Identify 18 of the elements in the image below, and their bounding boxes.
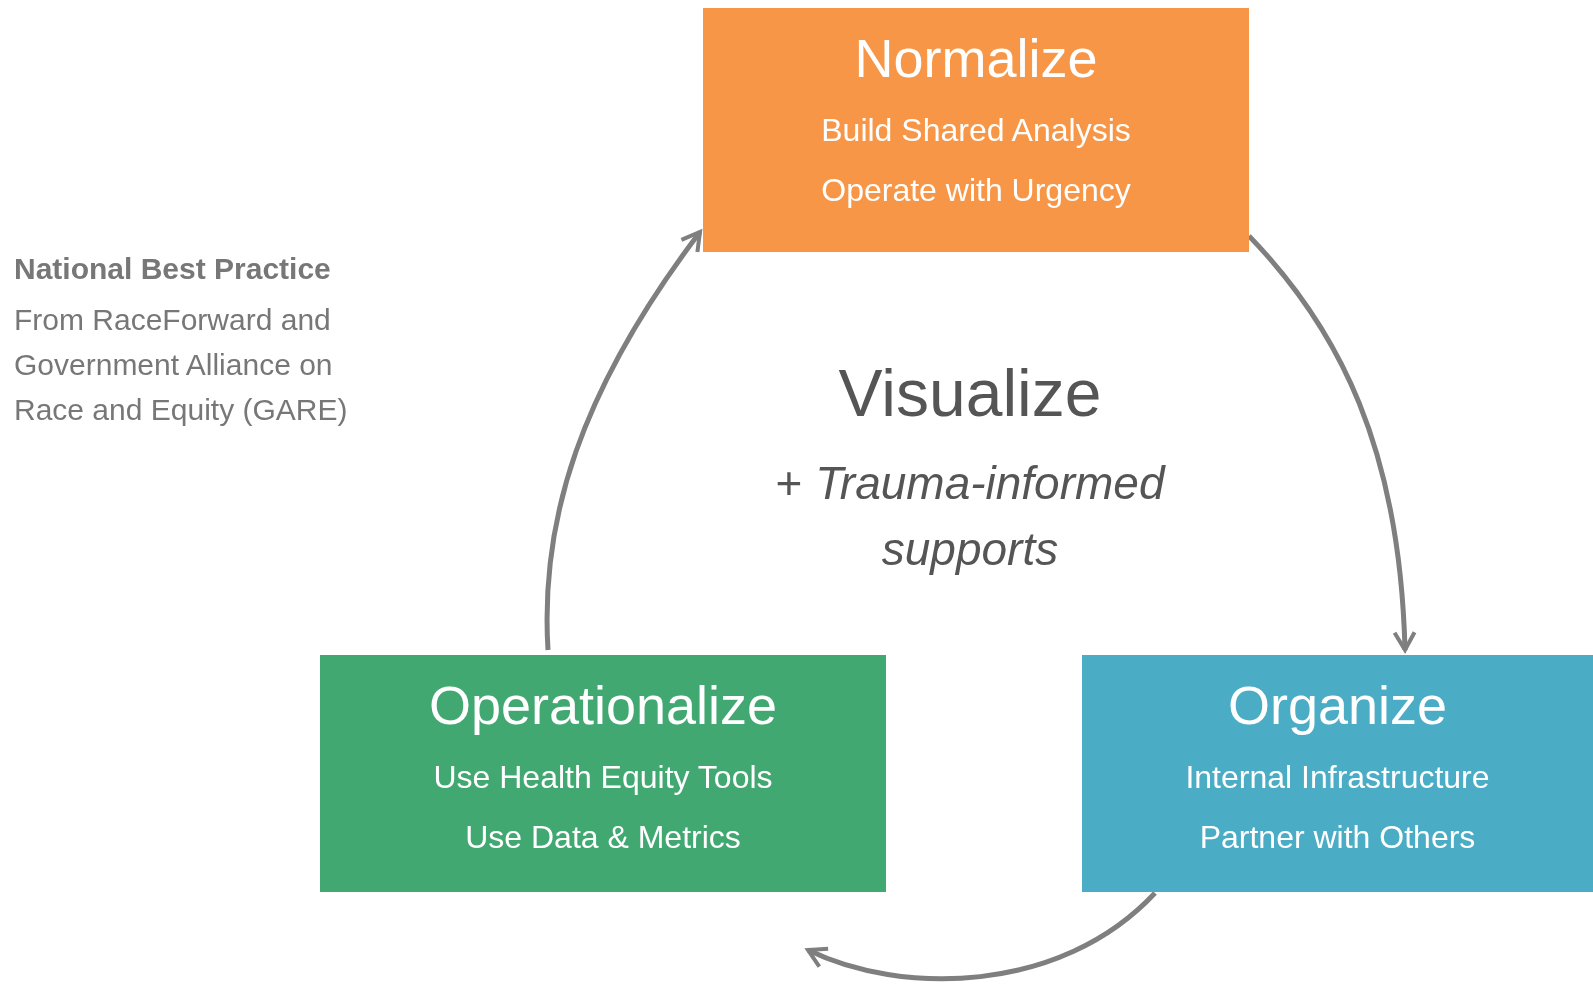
process-box: [320, 655, 886, 892]
stage-title: Operationalize: [428, 674, 778, 737]
note-text: From RaceForward and Government Alliance on Race and Equity (GARE): [14, 302, 349, 428]
stage-title: Normalize: [854, 27, 1098, 90]
step-text: Operate with Urgency: [821, 171, 1131, 210]
center-subtitle: + Trauma-informed supports: [774, 456, 1167, 577]
stage-title: Organize: [1227, 674, 1448, 737]
process-box: [703, 8, 1249, 252]
process-box: [1082, 655, 1593, 892]
note-heading: National Best Practice: [14, 252, 332, 286]
step-text: Partner with Others: [1199, 818, 1476, 857]
center-title: Visualize: [837, 355, 1103, 431]
step-text: Use Data & Metrics: [465, 818, 741, 857]
step-text: Use Health Equity Tools: [433, 758, 773, 797]
step-text: Internal Infrastructure: [1185, 758, 1490, 797]
step-text: Build Shared Analysis: [821, 111, 1131, 150]
curved-arrow: [806, 891, 1157, 982]
curved-arrow: [544, 230, 703, 651]
